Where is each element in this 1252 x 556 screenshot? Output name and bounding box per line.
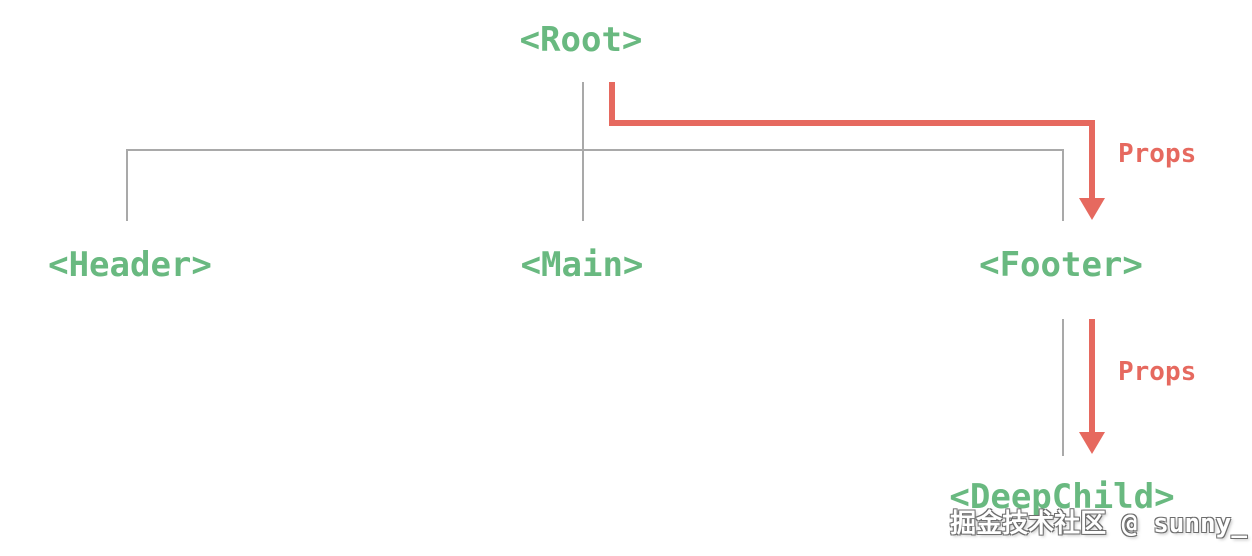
arrowhead-down-icon xyxy=(1079,432,1105,454)
node-main: <Main> xyxy=(520,245,644,285)
props-label-footer-to-deepchild: Props xyxy=(1118,357,1197,387)
props-label-root-to-footer: Props xyxy=(1118,139,1197,169)
connector-footer-deepchild xyxy=(1062,319,1064,456)
arrowhead-down-icon xyxy=(1079,198,1105,220)
props-arrow-2-vertical xyxy=(1089,319,1095,433)
connector-header-drop xyxy=(126,149,128,221)
connector-children-horizontal xyxy=(126,149,1064,151)
props-arrow-1-drop xyxy=(1089,120,1095,199)
connector-root-main-vertical xyxy=(582,82,584,221)
props-arrow-1-horizontal xyxy=(609,120,1095,126)
props-arrow-1-vertical-from-root xyxy=(609,82,615,126)
node-footer: <Footer> xyxy=(979,245,1143,285)
node-root: <Root> xyxy=(519,20,643,60)
node-deepchild: <DeepChild> xyxy=(949,477,1175,517)
watermark: 掘金技术社区 @ sunny_ xyxy=(950,509,1247,539)
node-header: <Header> xyxy=(48,245,212,285)
connector-footer-drop xyxy=(1062,149,1064,221)
